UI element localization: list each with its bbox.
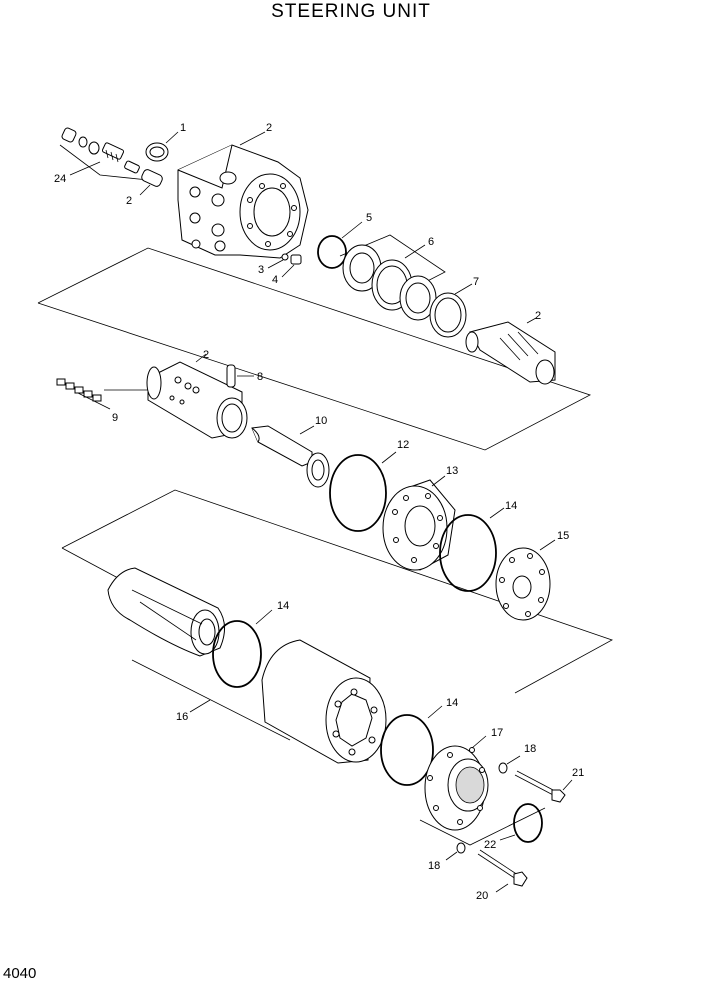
o-ring-14-lower <box>380 705 443 786</box>
o-ring-22 <box>499 803 543 843</box>
assembly-outline-bottom <box>131 659 546 846</box>
washer-18-lower <box>445 842 466 861</box>
callout-15: 15 <box>557 530 569 542</box>
bolt-20 <box>477 849 528 893</box>
assembly-outline-upper <box>37 247 592 451</box>
assembly-outline-lower <box>61 489 613 694</box>
thrust-bearing-set <box>339 234 446 321</box>
cardan-shaft <box>251 425 330 488</box>
spool-shaft <box>465 317 556 385</box>
callout-12: 12 <box>397 439 409 451</box>
end-cover-17 <box>424 735 489 831</box>
callout-4: 4 <box>272 274 278 286</box>
washer-18-upper <box>498 755 521 774</box>
callout-2: 2 <box>535 310 541 322</box>
callout-8: 8 <box>257 371 263 383</box>
callout-9: 9 <box>112 412 118 424</box>
valve-sleeve <box>146 353 248 439</box>
callout-24: 24 <box>54 173 66 185</box>
gear-stator <box>261 639 387 764</box>
callout-2: 2 <box>266 122 272 134</box>
callout-14: 14 <box>446 697 458 709</box>
bolt-21 <box>514 770 573 803</box>
callout-13: 13 <box>446 465 458 477</box>
bearing-race-7 <box>429 283 473 338</box>
callout-10: 10 <box>315 415 327 427</box>
callout-2: 2 <box>126 195 132 207</box>
callout-18: 18 <box>524 743 536 755</box>
callout-14: 14 <box>505 500 517 512</box>
callout-5: 5 <box>366 212 372 224</box>
callout-2: 2 <box>203 349 209 361</box>
o-ring-12 <box>329 451 397 532</box>
callout-3: 3 <box>258 264 264 276</box>
callout-16: 16 <box>176 711 188 723</box>
valve-spring-stack <box>59 127 163 187</box>
callout-18: 18 <box>428 860 440 872</box>
callout-22: 22 <box>484 839 496 851</box>
leader-24 <box>69 161 101 176</box>
distributor-plate <box>382 475 456 571</box>
callout-14: 14 <box>277 600 289 612</box>
page-title: STEERING UNIT <box>271 1 431 22</box>
leader-2-plug <box>139 184 151 196</box>
callout-21: 21 <box>572 767 584 779</box>
cross-pin-8 <box>226 364 254 388</box>
steering-housing <box>177 131 309 259</box>
o-ring-5 <box>317 221 363 269</box>
check-ball-and-plug <box>267 253 302 278</box>
callout-20: 20 <box>476 890 488 902</box>
callout-7: 7 <box>473 276 479 288</box>
centering-springs <box>56 378 148 410</box>
callout-6: 6 <box>428 236 434 248</box>
page-number: 4040 <box>3 965 37 982</box>
callout-labels: 1 2 24 2 3 4 5 6 7 2 2 8 9 10 12 13 14 1… <box>54 122 584 902</box>
leader-16 <box>189 699 211 713</box>
o-ring-14-middle <box>212 609 273 688</box>
callout-1: 1 <box>180 122 186 134</box>
gear-rotor <box>107 567 225 657</box>
end-plate-15 <box>495 539 556 621</box>
o-ring-14-upper <box>439 507 505 592</box>
callout-17: 17 <box>491 727 503 739</box>
seal-ring-1 <box>145 131 179 162</box>
